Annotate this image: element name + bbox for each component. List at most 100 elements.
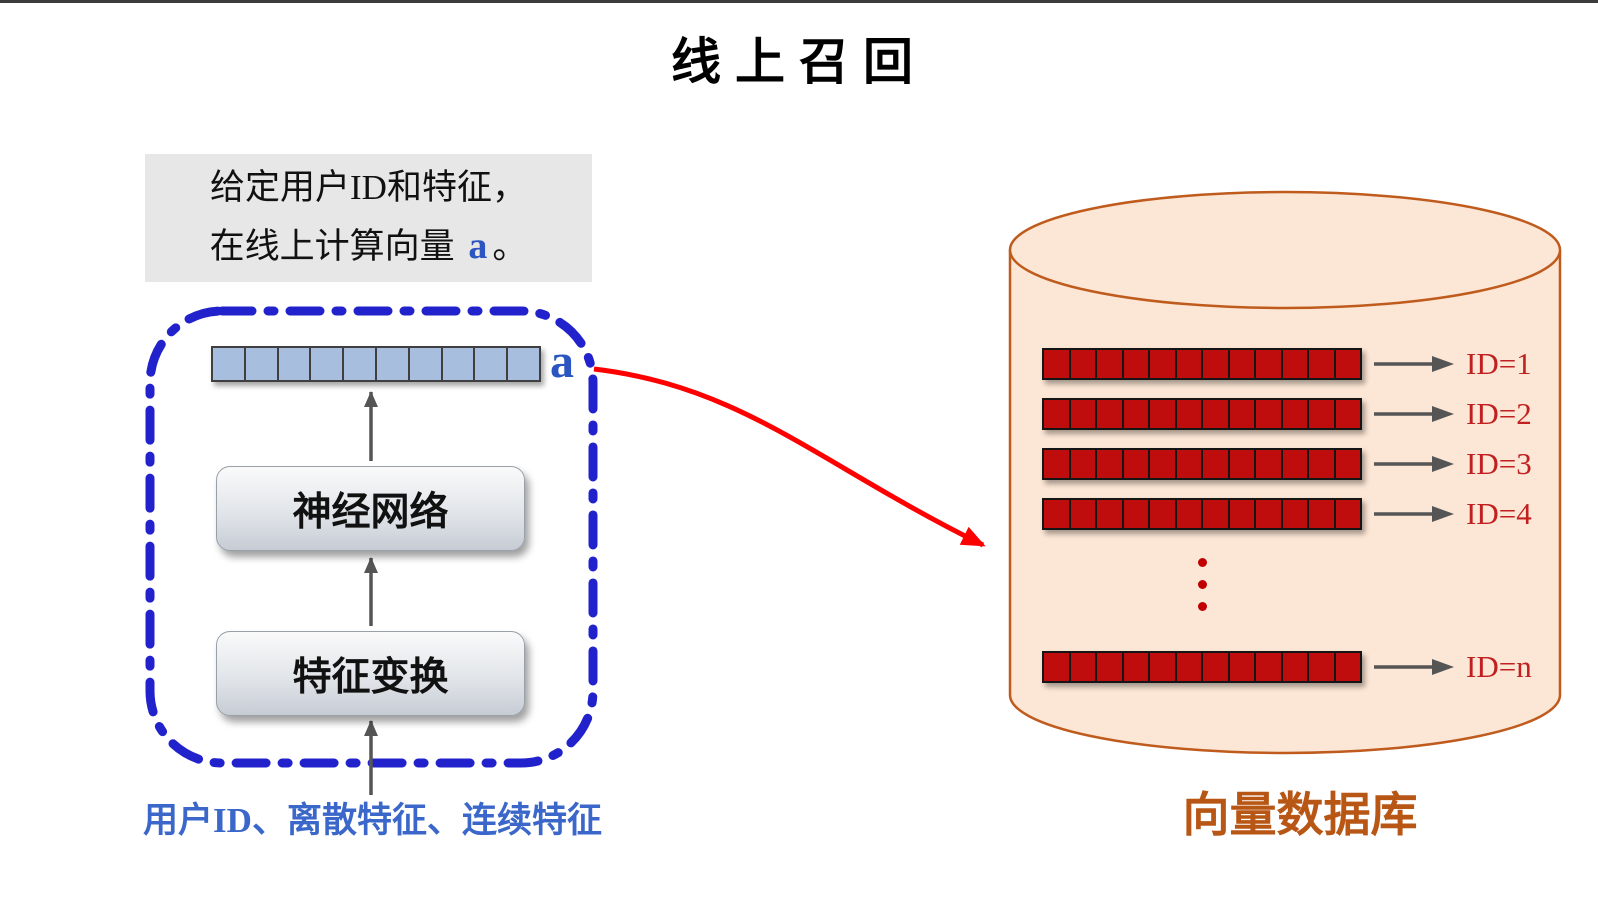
vector-cell bbox=[407, 346, 443, 382]
note-line2-post: 。 bbox=[492, 227, 528, 266]
vector-cell bbox=[1068, 498, 1097, 530]
vector-cell bbox=[1201, 651, 1230, 683]
vector-cell bbox=[342, 346, 377, 382]
vector-cell bbox=[1333, 398, 1362, 430]
vector-cell bbox=[1042, 651, 1071, 683]
vector-cell bbox=[1042, 448, 1071, 480]
vector-cell bbox=[1280, 398, 1309, 430]
vector-cell bbox=[1201, 398, 1230, 430]
vector-cell bbox=[1280, 348, 1309, 380]
vector-cell bbox=[1307, 398, 1336, 430]
vector-cell bbox=[1307, 348, 1336, 380]
vector-cell bbox=[1307, 448, 1336, 480]
db-row: ID=2 bbox=[1042, 396, 1532, 432]
neural-network-box: 神经网络 bbox=[216, 466, 525, 551]
right-arrow-icon bbox=[1374, 506, 1454, 522]
vector-cell bbox=[309, 346, 345, 382]
vector-cell bbox=[473, 346, 509, 382]
vector-cell bbox=[1148, 498, 1177, 530]
vector-cell bbox=[374, 346, 410, 382]
id-label: ID=3 bbox=[1466, 446, 1532, 481]
vector-cell bbox=[1095, 348, 1124, 380]
vector-cell bbox=[1068, 348, 1097, 380]
vertical-ellipsis-icon bbox=[1198, 558, 1207, 611]
item-vector bbox=[1042, 448, 1362, 480]
id-label: ID=n bbox=[1466, 649, 1532, 684]
vector-cell bbox=[1148, 651, 1177, 683]
vector-cell bbox=[1227, 348, 1256, 380]
vector-cell bbox=[1174, 651, 1203, 683]
vector-cell bbox=[1068, 651, 1097, 683]
item-vector bbox=[1042, 348, 1362, 380]
vector-cell bbox=[1201, 348, 1230, 380]
note-vector-symbol: a bbox=[468, 225, 488, 267]
database-title: 向量数据库 bbox=[1182, 790, 1418, 842]
vector-cell bbox=[243, 346, 279, 382]
db-row: ID=1 bbox=[1042, 346, 1532, 382]
vector-cell bbox=[1121, 498, 1150, 530]
vector-cell bbox=[1227, 448, 1256, 480]
vector-cell bbox=[1254, 448, 1283, 480]
vector-cell bbox=[1042, 348, 1071, 380]
vector-cell bbox=[1280, 651, 1309, 683]
top-border-line bbox=[0, 0, 1598, 3]
vector-cell bbox=[1095, 498, 1124, 530]
vector-cell bbox=[1068, 448, 1097, 480]
vector-cell bbox=[1121, 348, 1150, 380]
vector-cell bbox=[1227, 498, 1256, 530]
user-output-vector bbox=[211, 346, 541, 382]
vector-cell bbox=[1307, 498, 1336, 530]
vector-cell bbox=[1042, 498, 1071, 530]
vector-cell bbox=[1307, 651, 1336, 683]
id-label: ID=4 bbox=[1466, 496, 1532, 531]
vector-cell bbox=[1121, 448, 1150, 480]
note-line2-pre: 在线上计算向量 bbox=[209, 227, 464, 266]
note-line1: 给定用户ID和特征， bbox=[210, 168, 527, 207]
vector-cell bbox=[1121, 398, 1150, 430]
vector-cell bbox=[1227, 651, 1256, 683]
vector-cell bbox=[211, 346, 246, 382]
item-vector bbox=[1042, 398, 1362, 430]
vector-cell bbox=[1227, 398, 1256, 430]
db-row: ID=n bbox=[1042, 649, 1532, 685]
vector-cell bbox=[1148, 348, 1177, 380]
vector-cell bbox=[1174, 498, 1203, 530]
vector-cell bbox=[1254, 348, 1283, 380]
vector-cell bbox=[1254, 398, 1283, 430]
vector-cell bbox=[1333, 348, 1362, 380]
db-row: ID=3 bbox=[1042, 446, 1532, 482]
page-title: 线上召回 bbox=[671, 34, 927, 90]
pipeline-input-label: 用户ID、离散特征、连续特征 bbox=[143, 801, 602, 840]
id-label: ID=2 bbox=[1466, 396, 1532, 431]
vector-cell bbox=[440, 346, 476, 382]
vector-cell bbox=[1280, 498, 1309, 530]
right-arrow-icon bbox=[1374, 456, 1454, 472]
vector-cell bbox=[1333, 651, 1362, 683]
id-label: ID=1 bbox=[1466, 346, 1532, 381]
vector-cell bbox=[506, 346, 541, 382]
right-arrow-icon bbox=[1374, 659, 1454, 675]
vector-cell bbox=[1174, 348, 1203, 380]
vector-cell bbox=[1174, 398, 1203, 430]
right-arrow-icon bbox=[1374, 406, 1454, 422]
vector-cell bbox=[1042, 398, 1071, 430]
neural-network-label: 神经网络 bbox=[292, 490, 449, 534]
vector-cell bbox=[1121, 651, 1150, 683]
vector-cell bbox=[1201, 448, 1230, 480]
vector-cell bbox=[1333, 498, 1362, 530]
feature-transform-label: 特征变换 bbox=[292, 655, 449, 699]
vector-cell bbox=[276, 346, 312, 382]
vector-cell bbox=[1095, 651, 1124, 683]
output-vector-label: a bbox=[550, 335, 574, 388]
vector-cell bbox=[1254, 498, 1283, 530]
vector-cell bbox=[1148, 448, 1177, 480]
item-vector bbox=[1042, 651, 1362, 683]
note-box: 给定用户ID和特征， 在线上计算向量 a。 bbox=[145, 154, 592, 282]
feature-transform-box: 特征变换 bbox=[216, 631, 525, 716]
vector-cell bbox=[1095, 398, 1124, 430]
right-arrow-icon bbox=[1374, 356, 1454, 372]
vector-cell bbox=[1254, 651, 1283, 683]
db-row: ID=4 bbox=[1042, 496, 1532, 532]
item-vector bbox=[1042, 498, 1362, 530]
